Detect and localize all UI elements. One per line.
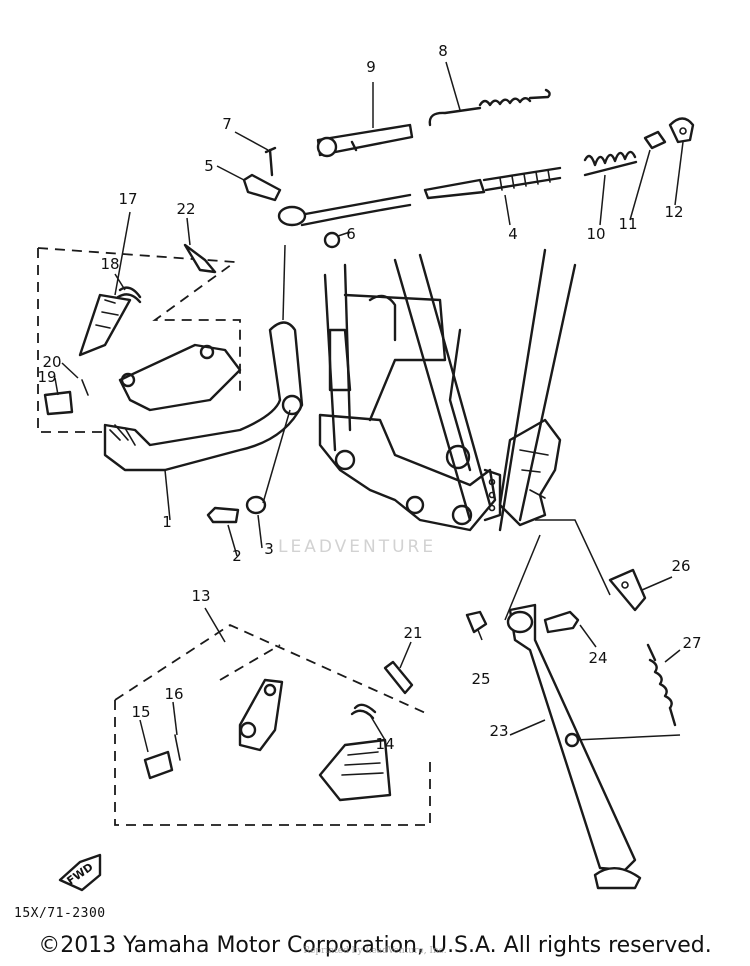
- brake-pedal-part-1: [103, 244, 304, 521]
- callout-26: 26: [671, 557, 691, 575]
- callout-13: 13: [191, 587, 211, 605]
- callout-25: 25: [471, 670, 491, 688]
- brake-rod-part-4: [423, 166, 562, 200]
- adjust-nut-part-12: [668, 117, 695, 144]
- rod-spring-part-10: [583, 150, 638, 177]
- spring-plate-part-26: [608, 568, 647, 612]
- callout-22: 22: [176, 200, 196, 218]
- callout-1: 1: [162, 513, 172, 531]
- sidestand-spring-part-27: [646, 643, 677, 727]
- callout-4: 4: [508, 225, 518, 243]
- copyright-notice: ©2013 Yamaha Motor Corporation, U.S.A. A…: [38, 933, 712, 958]
- callout-24: 24: [588, 649, 608, 667]
- nut-part-25: [465, 610, 488, 634]
- callout-17: 17: [118, 190, 138, 208]
- callout-21: 21: [403, 624, 423, 642]
- callout-5: 5: [204, 157, 214, 175]
- bolt-part-2: [206, 506, 240, 524]
- footrest-group-13: [114, 623, 431, 826]
- cotter-pin-part-7: [264, 146, 277, 177]
- callout-8: 8: [438, 42, 448, 60]
- callout-3: 3: [264, 540, 274, 558]
- brake-rod-front-part-6: [277, 193, 412, 249]
- callout-2: 2: [232, 547, 242, 565]
- reprint-notice: Reprinted by LeadVenture, Inc.: [303, 946, 447, 956]
- callout-7: 7: [222, 115, 232, 133]
- callout-18: 18: [100, 255, 120, 273]
- diagram-part-code: 15X/71-2300: [14, 906, 106, 921]
- callout-6: 6: [346, 225, 356, 243]
- callout-27: 27: [682, 634, 702, 652]
- callout-12: 12: [664, 203, 684, 221]
- washer-part-3: [245, 495, 267, 515]
- callout-16: 16: [164, 685, 184, 703]
- callout-11: 11: [618, 215, 638, 233]
- callout-20: 20: [42, 353, 62, 371]
- bolt-part-24: [543, 610, 580, 634]
- joint-pin-part-11: [643, 130, 667, 150]
- bolt-part-5: [242, 173, 282, 202]
- return-spring-part-8: [428, 88, 551, 127]
- fwd-arrow-icon: [58, 853, 102, 892]
- footrest-group-17: [37, 243, 242, 433]
- callout-14: 14: [375, 735, 395, 753]
- watermark-text: LEADVENTURE: [278, 537, 437, 557]
- callout-15: 15: [131, 703, 151, 721]
- callout-9: 9: [366, 58, 376, 76]
- callout-10: 10: [586, 225, 606, 243]
- callout-leaders: [54, 61, 684, 753]
- callout-19: 19: [37, 368, 57, 386]
- frame-assembly: [318, 248, 577, 532]
- pivot-shaft-part-9: [316, 123, 414, 158]
- callout-23: 23: [489, 722, 509, 740]
